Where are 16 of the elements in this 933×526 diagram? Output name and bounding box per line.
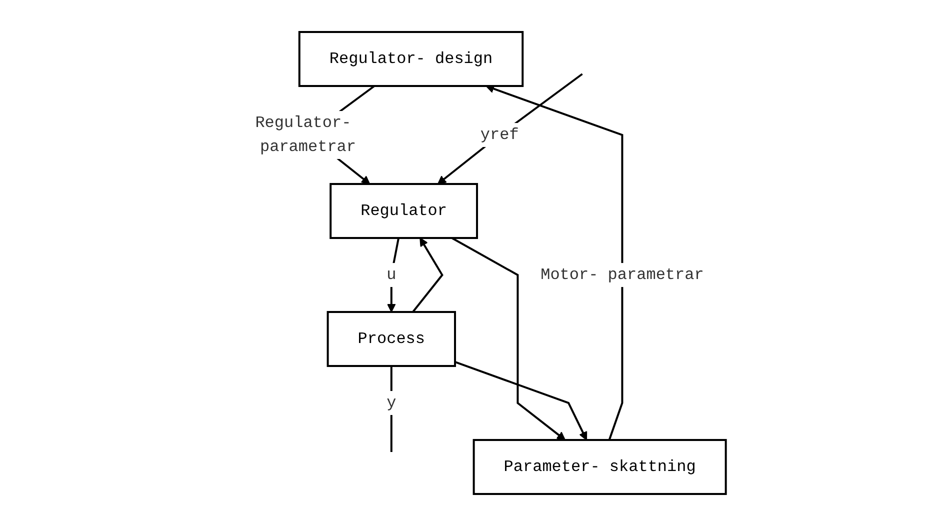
edge-label: u (386, 266, 396, 284)
arrow (412, 238, 443, 313)
node-box: Regulator- design (298, 31, 524, 87)
arrow (485, 84, 623, 440)
node-box: Regulator (329, 183, 478, 239)
arrow (386, 238, 400, 312)
edge-label: y (386, 394, 396, 412)
arrow (450, 237, 566, 440)
node-box: Parameter- skattning (472, 438, 726, 495)
node-box: Process (326, 311, 456, 367)
arrow (437, 73, 582, 184)
edge-label: Motor- parametrar (540, 266, 704, 284)
edge-label: yref (480, 126, 518, 144)
edge-label: Regulator- parametrar (254, 114, 356, 156)
arrow (454, 361, 587, 440)
connector (390, 366, 392, 452)
